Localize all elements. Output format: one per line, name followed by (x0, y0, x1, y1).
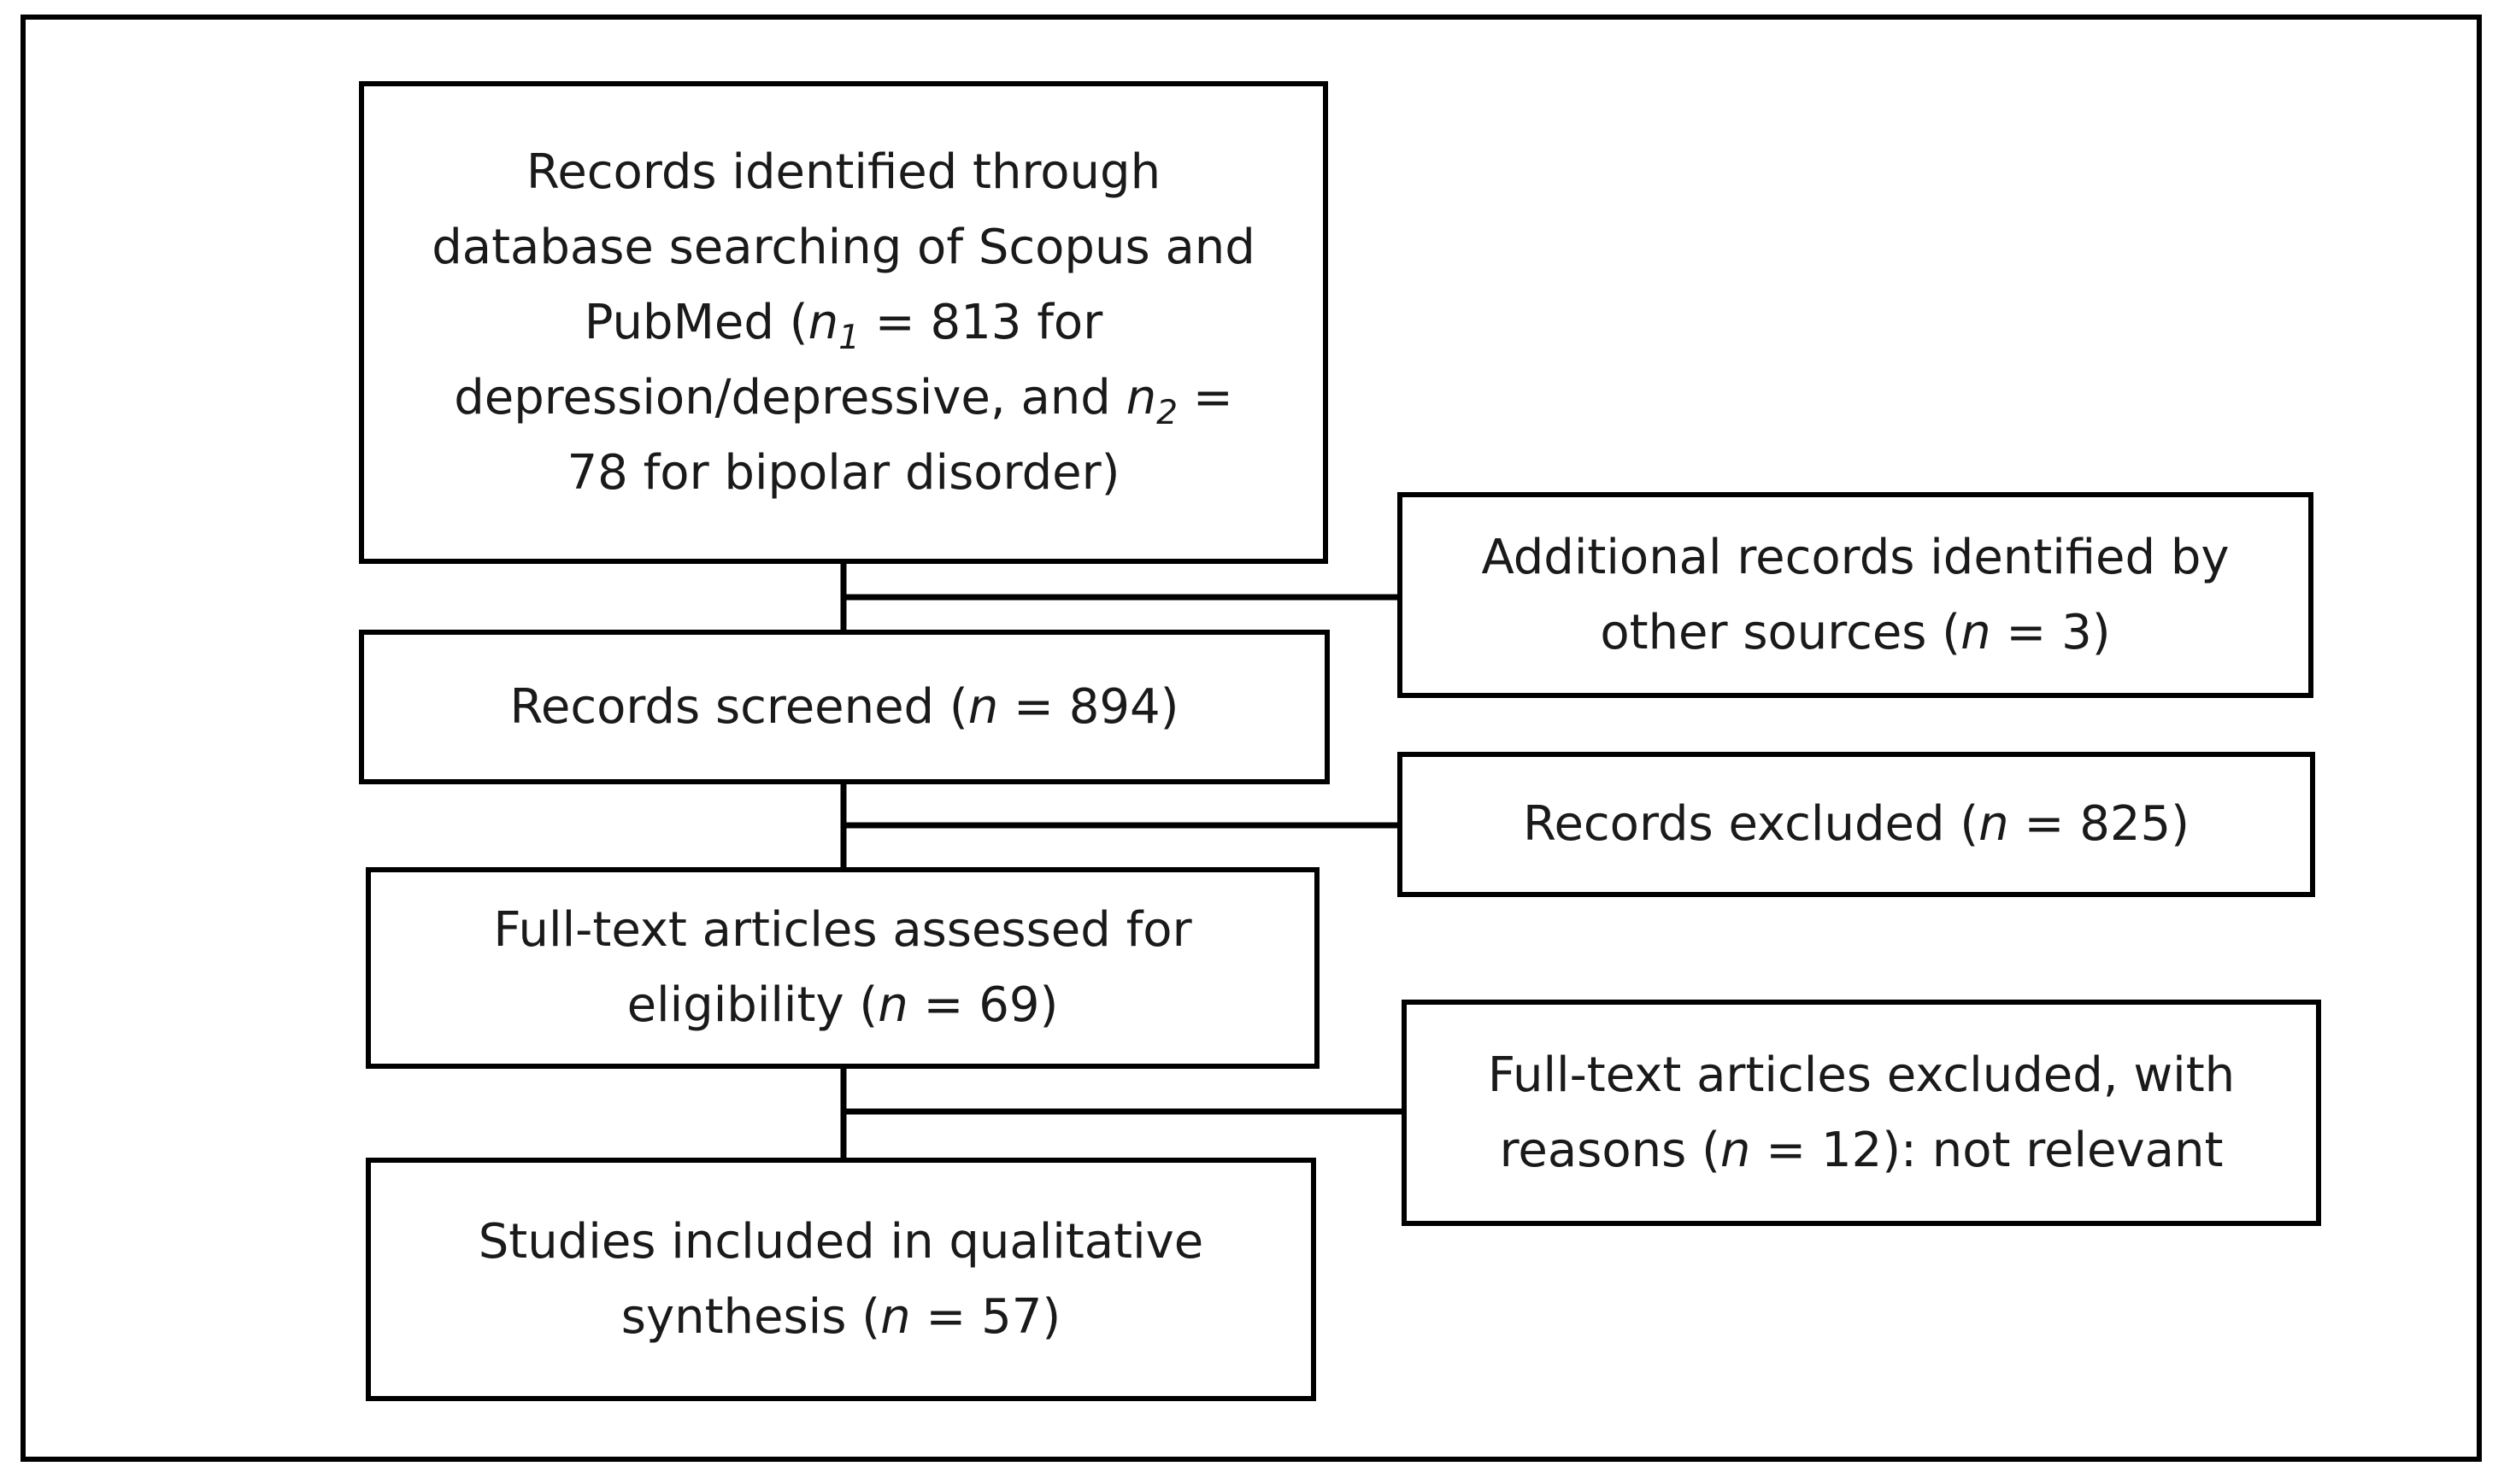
records-screened-box: Records screened (n = 894) (359, 630, 1330, 784)
figure-frame (21, 15, 2482, 1462)
records-excluded-box: Records excluded (n = 825) (1397, 752, 2315, 897)
records-excluded-text: Records excluded (n = 825) (1523, 796, 2190, 852)
records-screened-text: Records screened (n = 894) (509, 678, 1179, 735)
